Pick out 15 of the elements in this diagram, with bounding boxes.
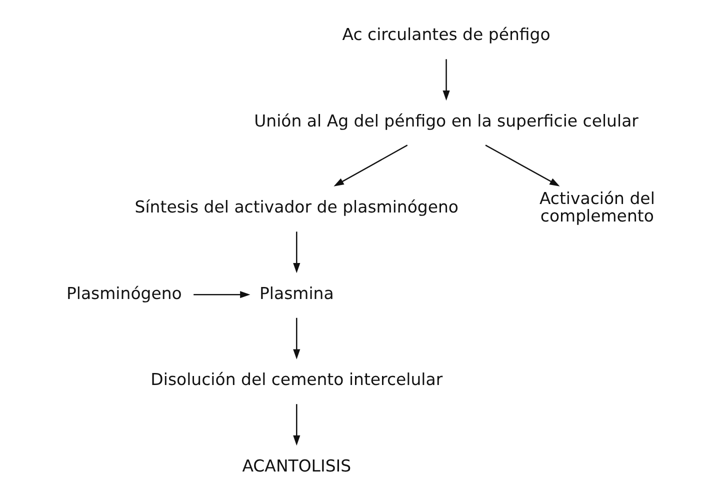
arrow — [292, 318, 300, 360]
arrow — [333, 144, 408, 186]
arrow — [442, 59, 450, 101]
node-text: Ac circulantes de pénfigo — [342, 25, 550, 44]
node-text: Unión al Ag del pénfigo en la superficie celular — [254, 111, 638, 130]
node-text: Plasmina — [258, 284, 334, 303]
node-text: Plasminógeno — [66, 284, 182, 303]
arrow — [292, 232, 300, 274]
arrow — [484, 144, 560, 186]
node-text: Disolución del cemento intercelular — [150, 370, 442, 390]
arrow — [292, 404, 300, 446]
node-text: ACANTOLISIS — [242, 456, 351, 476]
node-text: Activación del complemento — [538, 188, 654, 226]
arrow — [193, 291, 250, 298]
node-text: Síntesis del activador de plasminógeno — [134, 198, 458, 217]
